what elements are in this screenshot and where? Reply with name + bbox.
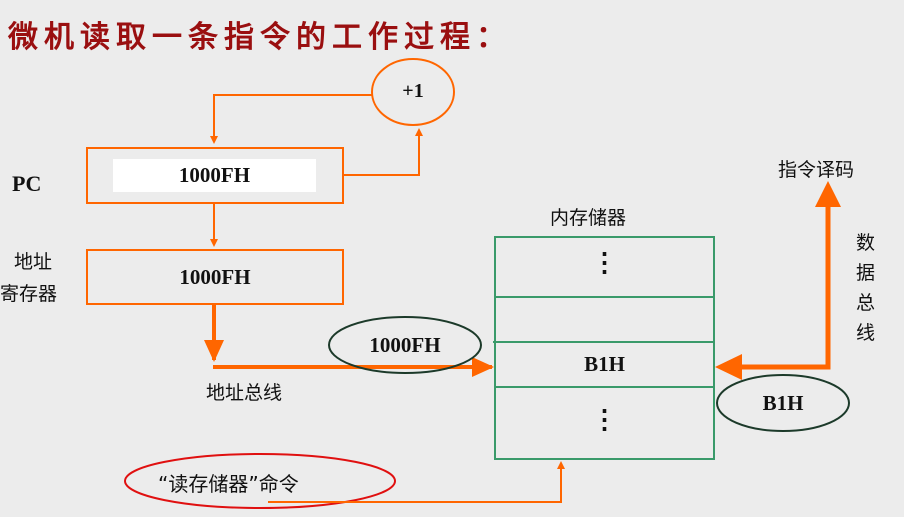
data-bus-label-char: 据 bbox=[856, 262, 876, 284]
address-register-value: 1000FH bbox=[179, 265, 251, 289]
data-bus-label-char: 总 bbox=[856, 292, 876, 314]
data-bus-line bbox=[740, 202, 831, 370]
pc-value: 1000FH bbox=[178, 163, 251, 187]
data-bus-left-arrowhead bbox=[715, 354, 742, 380]
data-bus-value-ellipse bbox=[716, 374, 850, 432]
page-title: 微机读取一条指令的工作过程： bbox=[8, 20, 512, 55]
instruction-decode-label: 指令译码 bbox=[778, 159, 855, 181]
memory-box bbox=[494, 236, 715, 460]
read-command-arrow bbox=[268, 461, 565, 503]
address-register-label-line2: 寄存器 bbox=[0, 283, 58, 305]
data-bus-label: 数 据 总 线 bbox=[856, 228, 875, 348]
memory-cell-b1h: B1H bbox=[584, 352, 625, 376]
read-command-ellipse bbox=[124, 453, 396, 509]
pc-to-increment-arrow bbox=[343, 128, 423, 176]
pc-label: PC bbox=[12, 171, 42, 196]
increment-return-arrow bbox=[210, 94, 372, 144]
memory-label: 内存储器 bbox=[550, 207, 627, 229]
data-bus-label-char: 数 bbox=[856, 232, 876, 254]
increment-label: +1 bbox=[402, 80, 424, 102]
increment-circle bbox=[371, 58, 455, 126]
address-bus-value-ellipse bbox=[328, 316, 482, 374]
data-bus-up-arrowhead bbox=[815, 181, 841, 207]
pc-value-field bbox=[113, 159, 316, 192]
data-bus-label-char: 线 bbox=[856, 322, 876, 344]
address-bus-value: 1000FH bbox=[369, 333, 441, 357]
read-command-label: “读存储器”命令 bbox=[158, 472, 299, 496]
memory-cell-ellipsis: ⋮ bbox=[591, 248, 618, 277]
memory-cell-ellipsis: ⋮ bbox=[591, 405, 618, 434]
address-bus-label: 地址总线 bbox=[206, 382, 283, 404]
data-bus-value: B1H bbox=[762, 391, 804, 415]
address-register-label-line1: 地址 bbox=[14, 251, 53, 273]
